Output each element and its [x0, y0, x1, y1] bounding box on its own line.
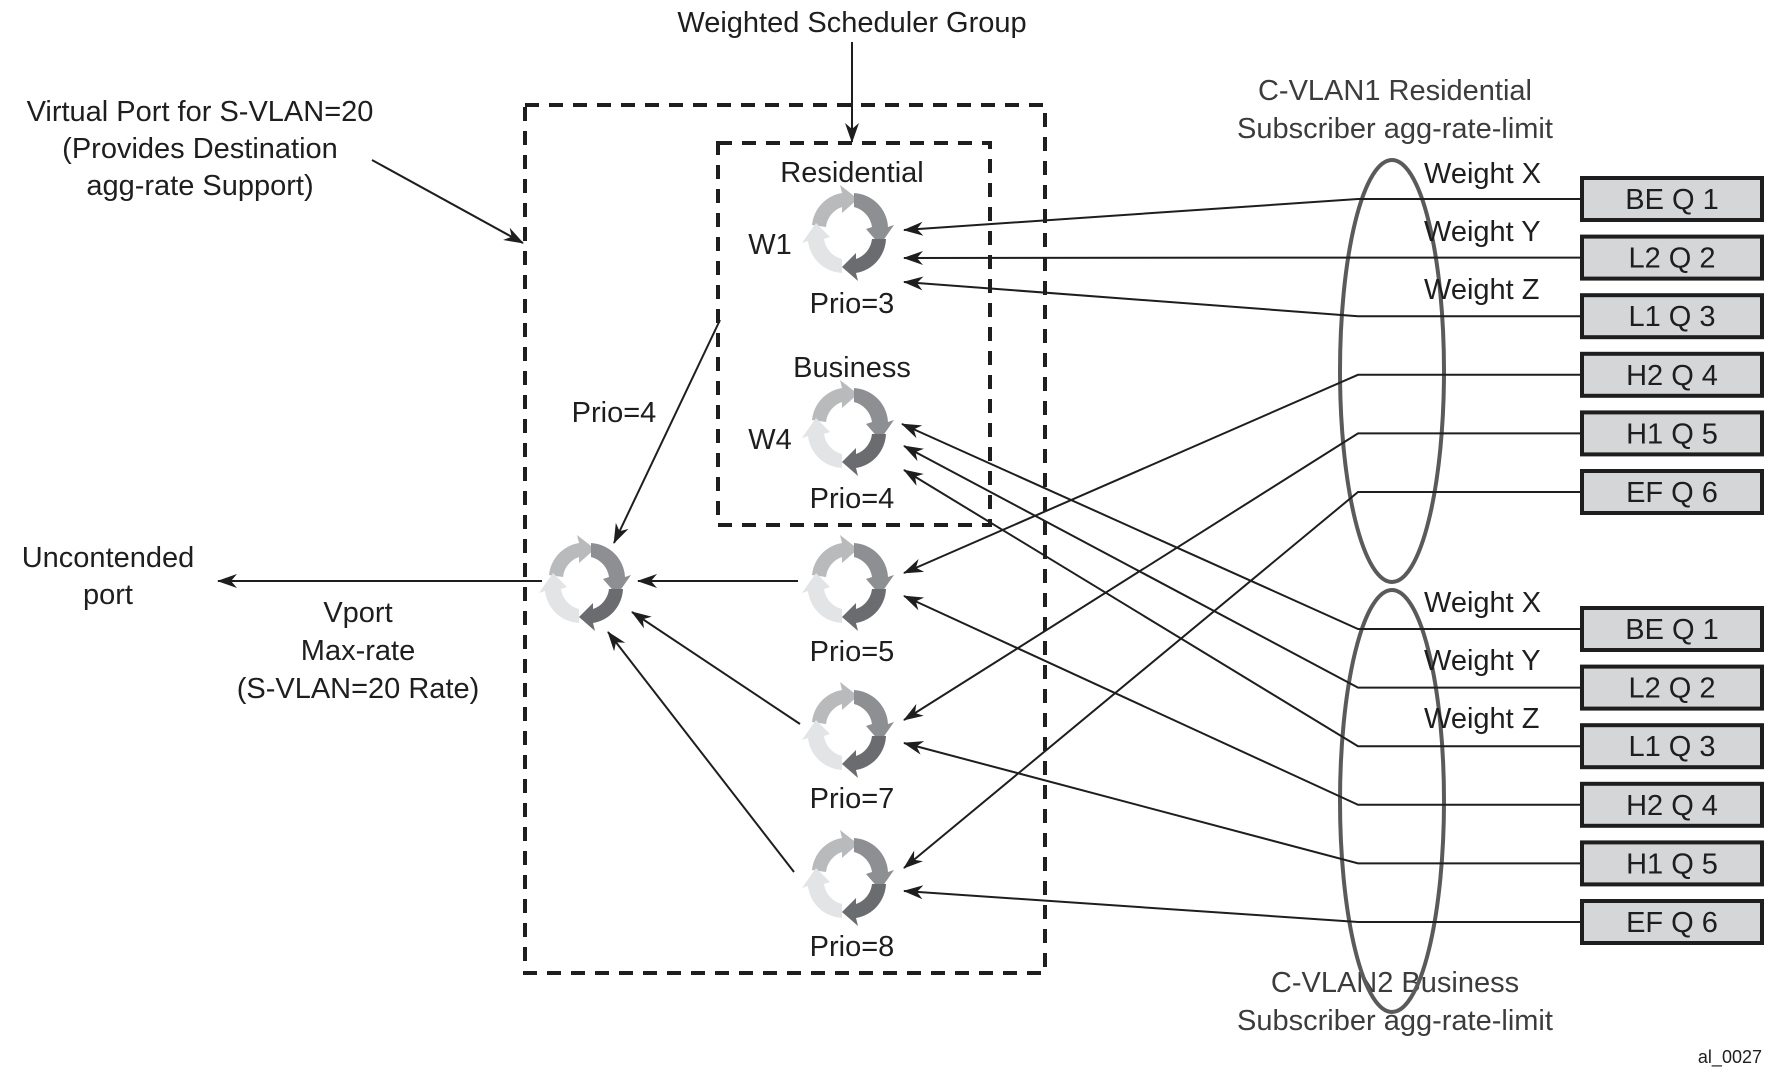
queue-c-vlan2-4: H2 Q 4: [1580, 781, 1764, 828]
vport-scheduler-icon: [539, 535, 631, 631]
queue-label: L2 Q 2: [1628, 673, 1715, 705]
uncontended-line-1: Uncontended: [22, 542, 195, 574]
prio8-scheduler-icon: [802, 830, 894, 926]
queue-c-vlan1-3: L1 Q 3: [1580, 293, 1764, 340]
virtual-port-box: [523, 103, 1047, 975]
link-c-vlan2-q1-to-business: [901, 423, 1582, 630]
link-c-vlan2-q6-to-prio8: [903, 885, 1582, 923]
business-title: Business: [793, 352, 911, 384]
virtual-port-line-2: (Provides Destination: [62, 133, 338, 165]
business-weight: W4: [748, 424, 792, 456]
residential-prio: Prio=3: [810, 288, 895, 320]
link-c-vlan2-q5-to-prio7: [903, 741, 1582, 865]
queue-label: BE Q 1: [1625, 184, 1719, 216]
cvlan1-weight-x: Weight X: [1424, 158, 1541, 190]
virtual-port-label: Virtual Port for S-VLAN=20 (Provides Des…: [27, 96, 374, 202]
virtual-port-line-3: agg-rate Support): [86, 170, 313, 202]
queue-c-vlan1-5: H1 Q 5: [1580, 410, 1764, 457]
queue-c-vlan1-6: EF Q 6: [1580, 469, 1764, 515]
cvlan1-line-2: Subscriber agg-rate-limit: [1237, 113, 1553, 145]
prio7-to-vport-arrow: [631, 611, 801, 725]
queue-label: EF Q 6: [1626, 477, 1718, 509]
cvlan2-weight-z: Weight Z: [1424, 703, 1540, 735]
virtual-port-pointer-arrow: [371, 159, 524, 244]
queue-label: L2 Q 2: [1628, 243, 1715, 275]
link-c-vlan1-q3-to-residential: [903, 276, 1582, 318]
queue-label: H2 Q 4: [1626, 360, 1718, 392]
queue-c-vlan2-6: EF Q 6: [1580, 899, 1764, 945]
link-c-vlan2-q3-to-business: [903, 469, 1582, 748]
queue-c-vlan1-1: BE Q 1: [1580, 176, 1764, 222]
link-c-vlan1-q1-to-residential: [903, 198, 1582, 236]
queue-box: [1580, 351, 1764, 398]
cvlan1-weight-y: Weight Y: [1424, 216, 1541, 248]
queue-links-layer: [901, 198, 1582, 923]
queue-label: H1 Q 5: [1626, 848, 1718, 880]
queue-c-vlan1-2: L2 Q 2: [1580, 234, 1764, 281]
prio7-scheduler-icon: [802, 682, 894, 778]
queue-label: EF Q 6: [1626, 907, 1718, 939]
vport-rate-line-3: (S-VLAN=20 Rate): [237, 673, 480, 705]
prio5-label: Prio=5: [810, 636, 895, 668]
link-c-vlan1-q4-to-prio5: [903, 373, 1582, 574]
residential-scheduler-icon: [802, 185, 894, 281]
link-c-vlan1-q6-to-prio8: [903, 491, 1582, 869]
queue-c-vlan2-2: L2 Q 2: [1580, 664, 1764, 711]
queue-label: L1 Q 3: [1628, 731, 1715, 763]
group-prio-label: Prio=4: [572, 397, 657, 429]
business-scheduler-icon: [802, 380, 894, 476]
cvlan1-agg-ellipse: [1338, 158, 1446, 584]
prio7-label: Prio=7: [810, 783, 895, 815]
link-c-vlan2-q4-to-prio5: [903, 595, 1582, 806]
prio5-scheduler-icon: [802, 535, 894, 631]
queue-c-vlan2-3: L1 Q 3: [1580, 723, 1764, 770]
cvlan2-weight-y: Weight Y: [1424, 645, 1541, 677]
diagram-title: Weighted Scheduler Group: [677, 7, 1026, 39]
vport-rate-line-2: Max-rate: [301, 635, 415, 667]
weighted-scheduler-group-box: [716, 141, 992, 527]
cvlan1-line-1: C-VLAN1 Residential: [1258, 75, 1532, 107]
queue-c-vlan2-1: BE Q 1: [1580, 606, 1764, 652]
link-c-vlan1-q5-to-prio7: [903, 432, 1582, 721]
prio8-label: Prio=8: [810, 931, 895, 963]
queue-c-vlan2-5: H1 Q 5: [1580, 840, 1764, 887]
virtual-port-line-1: Virtual Port for S-VLAN=20: [27, 96, 374, 128]
uncontended-line-2: port: [83, 579, 133, 611]
figure-id: al_0027: [1698, 1047, 1762, 1068]
queue-label: H1 Q 5: [1626, 418, 1718, 450]
queue-label: H2 Q 4: [1626, 790, 1718, 822]
vport-rate-line-1: Vport: [323, 597, 392, 629]
cvlan2-line-1: C-VLAN2 Business: [1271, 967, 1519, 999]
queue-box: [1580, 234, 1764, 281]
queue-label: L1 Q 3: [1628, 301, 1715, 333]
business-prio: Prio=4: [810, 483, 895, 515]
cvlan1-weight-z: Weight Z: [1424, 274, 1540, 306]
residential-title: Residential: [780, 157, 923, 189]
group-to-vport-arrow: [613, 319, 721, 544]
queue-label: BE Q 1: [1625, 614, 1719, 646]
cvlan2-weight-x: Weight X: [1424, 587, 1541, 619]
prio8-to-vport-arrow: [607, 631, 795, 873]
queues-layer: BE Q 1 L2 Q 2 L1 Q 3 H2 Q 4 H1 Q 5 EF Q 6 BE Q…: [1580, 176, 1764, 945]
queue-c-vlan1-4: H2 Q 4: [1580, 351, 1764, 398]
residential-weight: W1: [748, 229, 792, 261]
cvlan2-agg-ellipse: [1338, 588, 1446, 1014]
link-c-vlan2-q2-to-business: [903, 445, 1582, 689]
